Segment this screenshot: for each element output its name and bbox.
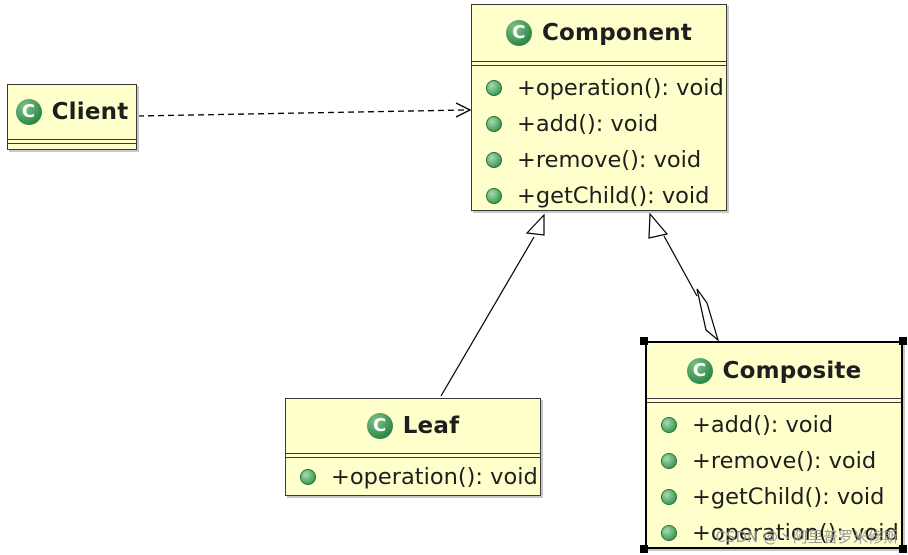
operation-item[interactable]: +add(): void: [472, 106, 726, 142]
operation-item[interactable]: +operation(): void: [286, 459, 540, 495]
aggregation-diamond: [696, 288, 720, 342]
leaf-generalization-line: [440, 236, 535, 397]
public-method-icon: [661, 525, 677, 541]
operation-item[interactable]: +operation(): void: [647, 515, 901, 551]
class-icon: C: [505, 20, 532, 46]
operation-item[interactable]: +add(): void: [647, 407, 901, 443]
public-method-icon: [486, 80, 502, 96]
dependency-arrowhead: [455, 102, 472, 118]
operations-list: +operation(): void +add(): void +remove(…: [472, 66, 726, 214]
operation-item[interactable]: +remove(): void: [472, 142, 726, 178]
selection-handle-bottom-left[interactable]: [640, 545, 648, 553]
selection-handle-top-left[interactable]: [640, 337, 648, 345]
composite-generalization-arrowhead: [648, 212, 669, 239]
selection-handle-bottom-right[interactable]: [899, 545, 907, 553]
public-method-icon: [661, 417, 677, 433]
public-method-icon: [300, 469, 316, 485]
operation-item[interactable]: +operation(): void: [472, 70, 726, 106]
operations-list: +operation(): void: [286, 458, 540, 495]
operation-item[interactable]: +remove(): void: [647, 443, 901, 479]
public-method-icon: [486, 188, 502, 204]
class-name: Client: [51, 99, 129, 125]
public-method-icon: [661, 453, 677, 469]
public-method-icon: [661, 489, 677, 505]
class-icon: C: [15, 99, 42, 125]
leaf-generalization-arrowhead: [525, 213, 545, 236]
selection-handle-top-right[interactable]: [899, 337, 907, 345]
class-icon: C: [366, 413, 393, 439]
class-client[interactable]: C Client: [7, 84, 137, 150]
class-name: Leaf: [402, 413, 460, 439]
class-header: C Composite: [647, 343, 901, 398]
watermark: CSDN @丶阿里普罗米修斯: [715, 528, 898, 546]
class-composite[interactable]: C Composite +add(): void +remove(): void…: [645, 341, 903, 549]
operations-list: +add(): void +remove(): void +getChild()…: [647, 403, 901, 551]
class-leaf[interactable]: C Leaf +operation(): void: [285, 398, 541, 496]
class-name: Component: [541, 20, 693, 46]
class-header: C Component: [472, 5, 726, 61]
composite-generalization-line: [663, 235, 698, 297]
class-name: Composite: [722, 357, 862, 384]
class-header: C Leaf: [286, 399, 540, 453]
class-icon: C: [686, 357, 713, 384]
public-method-icon: [486, 152, 502, 168]
dependency-line: [137, 109, 467, 117]
class-header: C Client: [8, 85, 136, 139]
class-component[interactable]: C Component +operation(): void +add(): v…: [471, 4, 727, 211]
public-method-icon: [486, 116, 502, 132]
operation-item[interactable]: +getChild(): void: [647, 479, 901, 515]
operation-item[interactable]: +getChild(): void: [472, 178, 726, 214]
